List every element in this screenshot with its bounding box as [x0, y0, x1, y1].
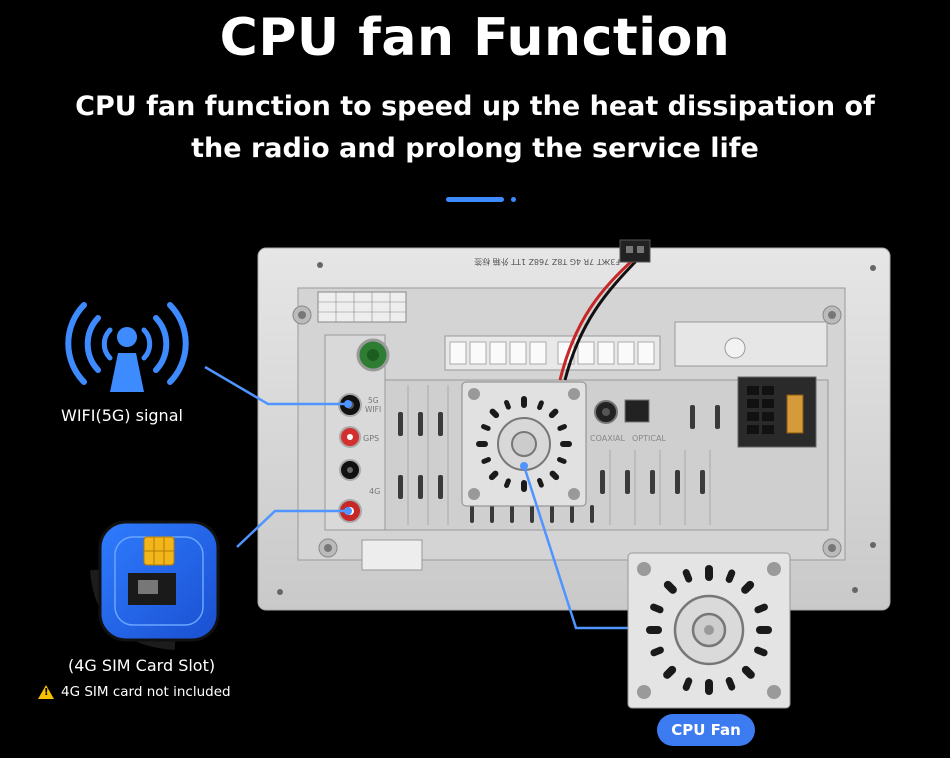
port-4g-label: 4G — [369, 487, 380, 496]
callout-lines — [204, 365, 632, 630]
cpu-fan-icon — [627, 552, 791, 709]
sim-note: ! 4G SIM card not included — [38, 684, 231, 700]
cpu-fan-small — [461, 381, 587, 507]
port-wifi-label: WIFI — [365, 405, 381, 414]
decorative-dot — [511, 197, 516, 202]
cpu-fan-button[interactable]: CPU Fan — [657, 714, 755, 746]
port-gps-label: GPS — [363, 434, 379, 443]
sim-note-text: 4G SIM card not included — [61, 684, 231, 700]
svg-text:F3ЖТ 7R 4G T8Z 768Z 1TT 外箱 标签: F3ЖТ 7R 4G T8Z 768Z 1TT 外箱 标签 — [474, 257, 620, 267]
sim-slot-label: (4G SIM Card Slot) — [68, 656, 216, 675]
coaxial-label: COAXIAL — [590, 434, 626, 443]
wifi-signal-label: WIFI(5G) signal — [61, 406, 183, 425]
page-title: CPU fan Function — [219, 8, 731, 68]
wifi-signal-icon — [65, 302, 189, 385]
sim-card-icon — [90, 520, 220, 650]
decorative-bar — [446, 197, 504, 202]
optical-label: OPTICAL — [632, 434, 666, 443]
page-subtitle: CPU fan function to speed up the heat di… — [75, 91, 875, 164]
port-5g-label: 5G — [368, 396, 379, 405]
warning-icon: ! — [38, 685, 54, 699]
